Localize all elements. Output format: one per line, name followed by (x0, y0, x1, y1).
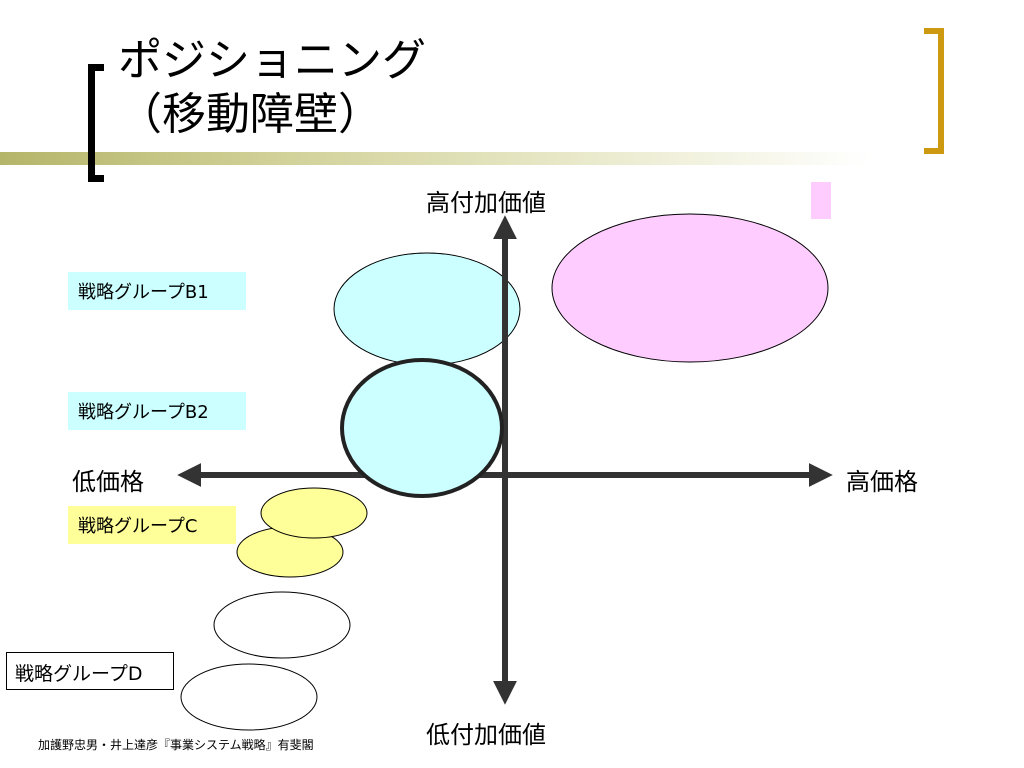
group-b2-ellipse (340, 358, 504, 498)
pink-legend-swatch (811, 182, 831, 219)
group-b1-label: 戦略グループB1 (68, 272, 246, 310)
group-d-ellipse-upper (213, 591, 351, 659)
slide-title: ポジショニング （移動障壁） (118, 34, 426, 142)
right-title-bracket (924, 28, 944, 154)
slide-title-line2: （移動障壁） (118, 89, 382, 140)
slide-title-line1: ポジショニング (118, 35, 426, 86)
title-underline-bar (0, 152, 1024, 165)
source-citation: 加護野忠男・井上達彦『事業システム戦略』有斐閣 (38, 738, 314, 752)
group-b1-ellipse (333, 252, 521, 366)
left-title-bracket (88, 64, 104, 182)
group-c-label: 戦略グループC (68, 506, 236, 544)
axis-label-high-value: 高付加価値 (426, 189, 546, 217)
axis-label-low-price: 低価格 (72, 468, 144, 496)
group-d-label: 戦略グループD (6, 652, 174, 690)
axis-label-low-value: 低付加価値 (426, 721, 546, 749)
group-c-ellipse-upper (260, 487, 368, 539)
axis-label-high-price: 高価格 (846, 468, 918, 496)
group-b2-label: 戦略グループB2 (68, 392, 246, 430)
group-d-ellipse-lower (180, 663, 318, 731)
pink-group-ellipse (551, 213, 829, 363)
